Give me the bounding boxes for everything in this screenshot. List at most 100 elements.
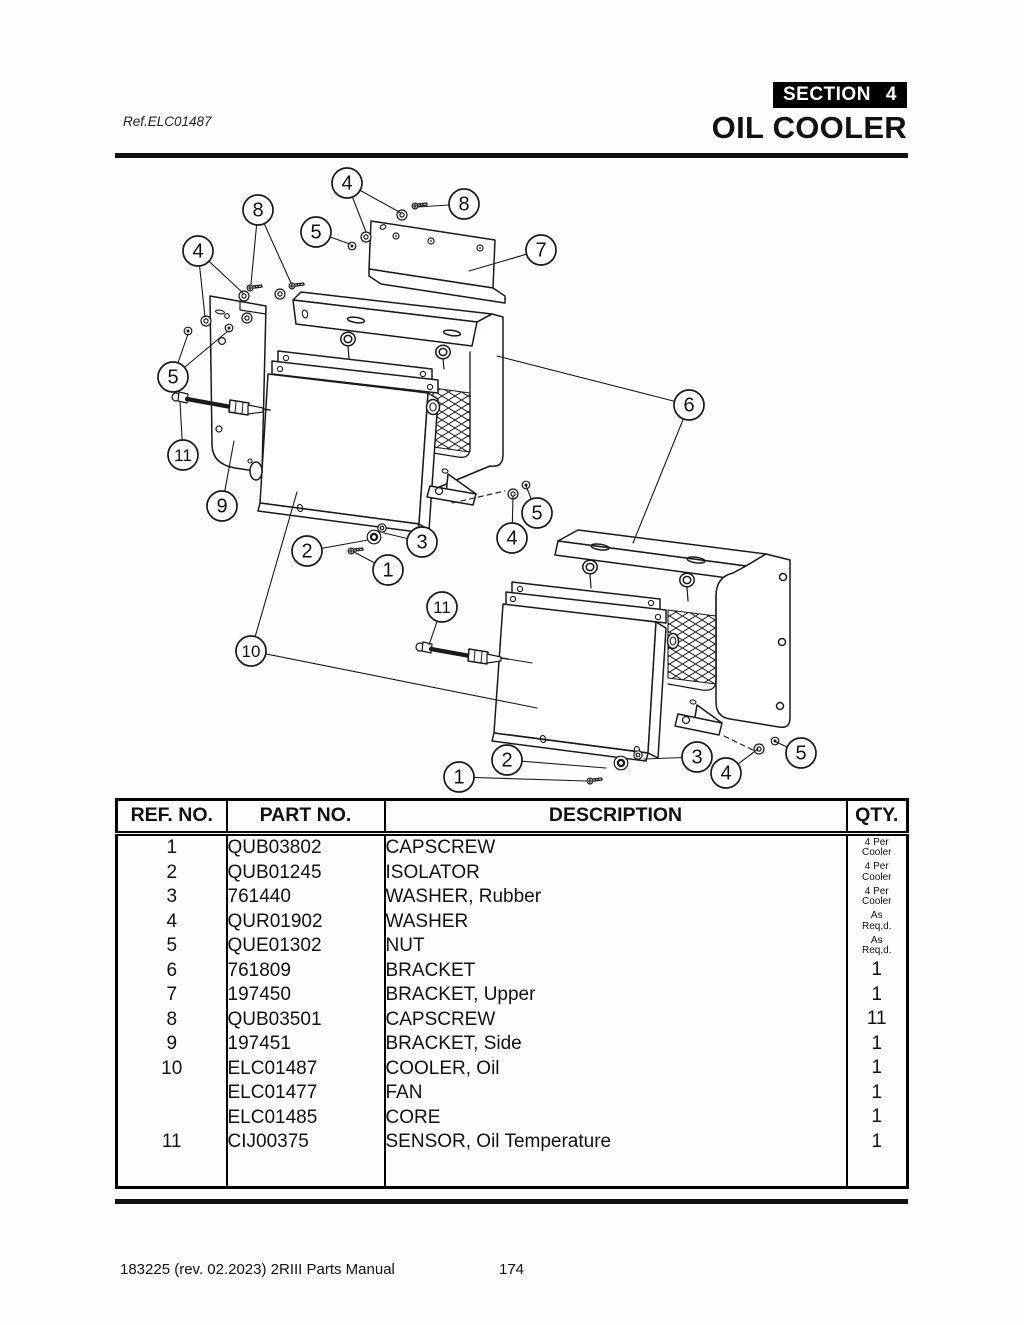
callout-10: 10 [235, 491, 538, 709]
svg-text:7: 7 [535, 240, 546, 262]
isolator-grommet-icon [340, 331, 356, 347]
header-rule [115, 153, 908, 158]
svg-text:3: 3 [416, 532, 427, 554]
mounting-foot-lower [674, 699, 758, 753]
callout-2: 2 [291, 535, 369, 567]
section-badge: SECTION 4 [772, 82, 907, 108]
cell-ref: 2 [166, 861, 178, 883]
cell-part: ELC01477 [225, 1081, 385, 1106]
washer-icon [238, 290, 250, 302]
fan-shroud-upper [292, 291, 504, 489]
cell-desc: SENSOR, Oil Temperature [383, 1130, 847, 1155]
isolator-grommet-icon [582, 559, 598, 575]
capscrew-icon [346, 543, 365, 557]
cell-ref: 3 [166, 886, 178, 908]
washer-icon [753, 743, 765, 755]
footer-document-info: 183225 (rev. 02.2023) 2RIII Parts Manual [120, 1261, 395, 1278]
callout-3: 3 [643, 741, 713, 773]
cell-part: 761440 [225, 885, 385, 910]
nut-icon [770, 736, 780, 746]
svg-text:3: 3 [691, 747, 702, 769]
svg-text:5: 5 [795, 743, 806, 765]
washer-icon [360, 231, 372, 243]
table-filler-row [117, 1154, 908, 1188]
callout-2: 2 [491, 744, 607, 776]
cell-qty: 11 [845, 1007, 908, 1032]
cell-part: ELC01487 [225, 1056, 385, 1081]
washer-icon [200, 315, 212, 327]
cell-ref: 11 [161, 1131, 182, 1153]
cell-ref: 8 [166, 1008, 178, 1030]
callout-3: 3 [383, 526, 438, 558]
callout-8: 8 [242, 194, 292, 285]
cell-part: ELC01485 [225, 1105, 385, 1130]
callout-9: 9 [206, 440, 238, 522]
section-badge-number: 4 [885, 84, 897, 105]
svg-text:9: 9 [216, 496, 227, 518]
cell-ref: 6 [166, 959, 178, 981]
isolator-grommet-icon [679, 572, 695, 588]
cell-part: 197450 [225, 983, 385, 1008]
cell-part: CIJ00375 [225, 1130, 385, 1155]
side-bracket [209, 295, 267, 473]
cell-part: QUR01902 [225, 909, 385, 934]
svg-text:2: 2 [301, 541, 312, 563]
svg-text:10: 10 [242, 642, 261, 661]
reference-label: Ref.ELC01487 [123, 114, 212, 129]
oil-temperature-sensor-upper [171, 391, 271, 416]
cell-part: QUB01245 [225, 860, 385, 885]
cell-qty: 1 [845, 983, 908, 1008]
cell-qty: 1 [845, 958, 908, 983]
cell-part: QUB03802 [225, 833, 385, 861]
cell-desc: BRACKET [383, 958, 847, 983]
callout-4: 4 [710, 748, 759, 789]
callout-11: 11 [167, 401, 199, 471]
svg-text:4: 4 [720, 763, 731, 785]
cell-desc: CAPSCREW [383, 833, 847, 861]
svg-text:4: 4 [506, 528, 517, 550]
section-badge-word: SECTION [782, 84, 871, 105]
oil-temperature-sensor-lower [415, 641, 533, 665]
callout-7: 7 [468, 234, 557, 272]
isolator-grommet-icon [435, 344, 451, 360]
callout-4: 4 [182, 235, 244, 318]
isolator-icon [366, 529, 382, 545]
cell-desc: CAPSCREW [383, 1007, 847, 1032]
capscrew-icon [287, 278, 306, 292]
svg-text:4: 4 [192, 241, 203, 263]
callout-8: 8 [417, 188, 480, 220]
column-header: PART NO. [225, 799, 385, 836]
column-header: REF. NO. [116, 799, 227, 836]
cell-qty: 1 [845, 1130, 908, 1155]
callout-4: 4 [496, 495, 528, 554]
callout-5: 5 [300, 216, 351, 248]
footer-rule [115, 1199, 908, 1204]
cell-ref: 4 [166, 910, 178, 932]
cell-ref: 10 [161, 1057, 183, 1079]
svg-text:8: 8 [458, 194, 469, 216]
upper-bracket [368, 220, 506, 304]
cell-desc: COOLER, Oil [383, 1056, 847, 1081]
svg-text:8: 8 [252, 200, 263, 222]
column-header: QTY. [845, 799, 908, 836]
oil-cooler-core-upper [249, 350, 441, 533]
footer-page-number: 174 [499, 1261, 525, 1278]
svg-text:1: 1 [453, 767, 464, 789]
cell-desc: BRACKET, Upper [383, 983, 847, 1008]
mounting-foot-upper [426, 468, 506, 506]
callout-4: 4 [331, 167, 402, 233]
